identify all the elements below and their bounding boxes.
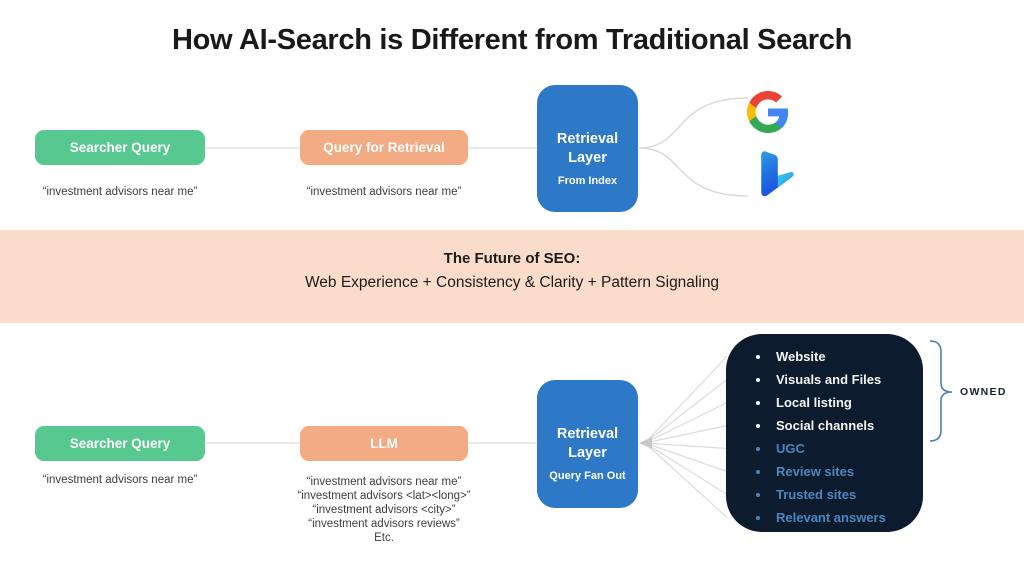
banner-subheading: Web Experience + Consistency & Clarity +… — [304, 274, 720, 291]
llm-label: LLM — [370, 436, 398, 451]
connector-bottom-2 — [468, 442, 537, 444]
owned-brace — [929, 340, 953, 442]
searcher-query-box-top: Searcher Query — [35, 130, 205, 165]
bullet-icon — [756, 469, 760, 474]
bullet-icon — [756, 423, 760, 428]
source-item-ugc: UGC — [726, 437, 923, 460]
searcher-query-example-top: “investment advisors near me” — [42, 186, 198, 198]
connector-top-1 — [205, 147, 300, 149]
llm-example-1: “investment advisors near me” — [306, 476, 462, 488]
retrieval-layer-box-top: Retrieval Layer From Index — [537, 85, 638, 212]
retrieval-layer-title-line2-top: Layer — [568, 150, 607, 166]
bullet-icon — [756, 354, 760, 359]
diagram-title: How AI-Search is Different from Traditio… — [171, 24, 853, 56]
source-item-trusted-sites: Trusted sites — [726, 483, 923, 506]
llm-box: LLM — [300, 426, 468, 461]
bullet-icon — [756, 515, 760, 520]
sources-box: Website Visuals and Files Local listing … — [726, 334, 923, 532]
fan-arrowhead — [639, 437, 652, 449]
bullet-icon — [756, 400, 760, 405]
source-item-relevant-answers: Relevant answers — [726, 506, 923, 529]
query-for-retrieval-label: Query for Retrieval — [323, 140, 445, 155]
query-for-retrieval-example: “investment advisors near me” — [306, 186, 462, 198]
bullet-icon — [756, 492, 760, 497]
connector-bottom-1 — [205, 442, 300, 444]
retrieval-layer-box-bottom: Retrieval Layer Query Fan Out — [537, 380, 638, 508]
bing-icon — [761, 151, 794, 197]
source-item-visuals-and-files: Visuals and Files — [726, 368, 923, 391]
bullet-icon — [756, 446, 760, 451]
banner-heading: The Future of SEO: — [443, 250, 581, 267]
query-for-retrieval-box: Query for Retrieval — [300, 130, 468, 165]
retrieval-layer-title-line1-bottom: Retrieval — [556, 426, 619, 442]
retrieval-layer-subtitle-top: From Index — [557, 175, 618, 187]
source-item-local-listing: Local listing — [726, 391, 923, 414]
bullet-icon — [756, 377, 760, 382]
searcher-query-label-bottom: Searcher Query — [69, 436, 171, 451]
source-item-social-channels: Social channels — [726, 414, 923, 437]
connector-top-2 — [468, 147, 537, 149]
source-item-review-sites: Review sites — [726, 460, 923, 483]
retrieval-layer-title-line1-top: Retrieval — [556, 131, 619, 147]
retrieval-layer-subtitle-bottom: Query Fan Out — [549, 470, 626, 482]
owned-label: OWNED — [960, 386, 1007, 398]
source-item-website: Website — [726, 345, 923, 368]
llm-example-3: “investment advisors <city>” — [312, 504, 456, 516]
searcher-query-example-bottom: “investment advisors near me” — [42, 474, 198, 486]
google-icon — [747, 91, 789, 133]
llm-example-2: “investment advisors <lat><long>” — [297, 490, 471, 502]
llm-example-4: “investment advisors reviews” — [308, 518, 460, 530]
searcher-query-label-top: Searcher Query — [69, 140, 171, 155]
llm-example-etc: Etc. — [374, 532, 394, 544]
llm-examples: “investment advisors near me” “investmen… — [264, 475, 504, 545]
retrieval-layer-title-line2-bottom: Layer — [568, 445, 607, 461]
searcher-query-box-bottom: Searcher Query — [35, 426, 205, 461]
future-of-seo-banner: The Future of SEO: Web Experience + Cons… — [0, 230, 1024, 323]
